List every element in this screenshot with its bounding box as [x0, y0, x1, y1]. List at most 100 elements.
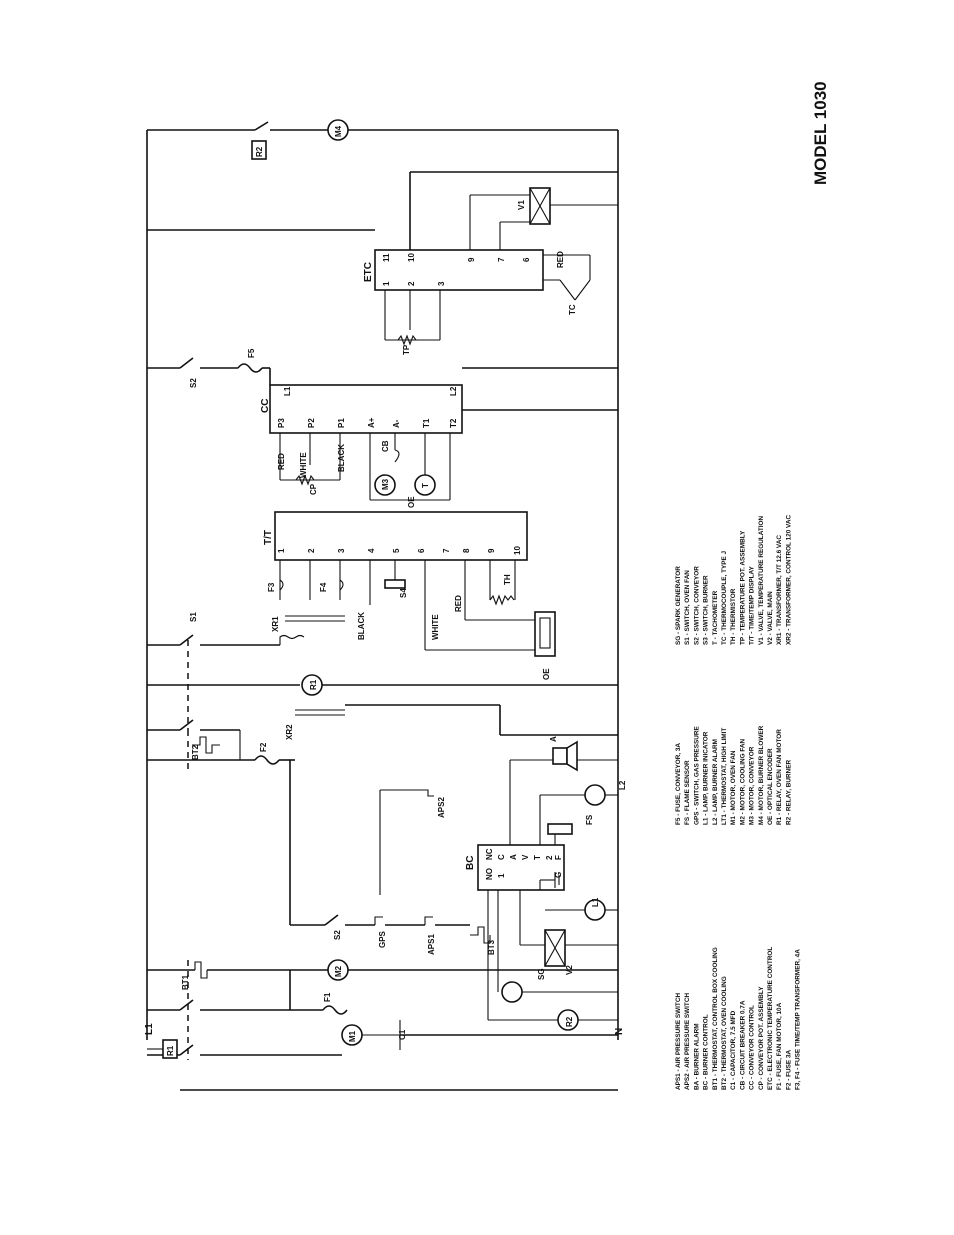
etc-terminal-10: 10: [407, 253, 416, 262]
legend-entry: OE - OPTICAL ENCODER: [767, 748, 774, 825]
horn-a-label: A: [549, 736, 558, 742]
legend-entry: XR1 - TRANSFORMER, T/T 12.6 VAC: [776, 535, 783, 645]
r2-coil-label: R2: [565, 1016, 574, 1027]
legend-entry: S2 - SWITCH, CONVEYOR: [693, 566, 700, 645]
legend-entry: L2 - LAMP, BURNER ALARM: [712, 739, 719, 825]
etc-terminal-9: 9: [467, 257, 476, 262]
bc-nc: NC: [485, 848, 494, 860]
tt-terminal-7: 7: [442, 548, 451, 553]
control-transformer-branch: [147, 704, 618, 770]
etc-terminal-7: 7: [497, 257, 506, 262]
xr2-label: XR2: [285, 724, 294, 740]
legend-entry: TH - THERMISTOR: [730, 588, 737, 645]
cp-label: CP: [309, 483, 318, 495]
th-label: TH: [503, 574, 512, 585]
fan-motors-branch: [147, 959, 618, 1091]
legend-entry: T/T - TIME/TEMP DISPLAY: [749, 565, 756, 645]
tt-red-wire-label: RED: [454, 595, 463, 612]
f4-label: F4: [319, 582, 328, 592]
bt3-label: BT3: [487, 939, 496, 955]
tt-terminal-6: 6: [417, 548, 426, 553]
cp-black-wire-label: BLACK: [337, 444, 346, 472]
tp-label: TP: [402, 344, 411, 355]
cb-label: CB: [381, 440, 390, 452]
aps1-label: APS1: [427, 934, 436, 955]
m1-label: M1: [348, 1030, 357, 1042]
tc-label: TC: [568, 304, 577, 315]
legend-entry: T - TACHOMETER: [712, 590, 719, 645]
legend-entry: CP - CONVEYOR POT. ASSEMBLY: [758, 986, 765, 1090]
legend-entry: FS - FLAME SENSOR: [684, 760, 691, 825]
legend-entry: V2 - VALVE, MAIN: [767, 591, 774, 645]
etc-terminal-11: 11: [382, 253, 391, 262]
r1-coil-label: R1: [309, 679, 318, 690]
cc-terminal-p2: P2: [307, 418, 316, 428]
legend-entry: F1 - FUSE, FAN MOTOR, 10A: [776, 1002, 783, 1090]
r2-contact-label: R2: [255, 146, 264, 157]
bc-no: NO: [485, 868, 494, 880]
legend-entry: S3 - SWITCH, BURNER: [703, 575, 710, 645]
tt-terminal-3: 3: [337, 548, 346, 553]
cc-terminal-aplus: A+: [367, 417, 376, 428]
legend-entry: M2 - MOTOR, COOLING FAN: [739, 738, 746, 825]
f2-label: F2: [259, 742, 268, 752]
etc-terminal-1: 1: [382, 281, 391, 286]
xr1-label: XR1: [271, 616, 280, 632]
legend-entry: BT2 - THERMOSTAT, OVEN COOLING: [721, 976, 728, 1090]
bc-g: G: [554, 872, 563, 878]
cc-terminal-l2: L2: [449, 386, 458, 396]
legend-entry: R2 - RELAY, BURNER: [785, 760, 792, 825]
legend-entry: APS1 - AIR PRESSURE SWITCH: [675, 993, 682, 1090]
tt-white-wire-label: WHITE: [431, 614, 440, 640]
bc-f: F: [554, 855, 563, 860]
tt-terminal-2: 2: [307, 548, 316, 553]
aps2-label: APS2: [437, 797, 446, 818]
model-title: MODEL 1030: [811, 81, 830, 185]
tt-terminal-5: 5: [392, 548, 401, 553]
s2-burner-switch-label: S2: [333, 930, 342, 940]
tt-terminal-4: 4: [367, 548, 376, 553]
neutral-rail-label: N: [614, 1028, 625, 1035]
bc-1: 1: [497, 873, 506, 878]
legend-entry: C1 - CAPACITOR, 7.5 MFD: [730, 1010, 737, 1090]
cc-terminal-l1: L1: [283, 386, 292, 396]
legend-entry: ETC - ELECTRONIC TEMPERATURE CONTROL: [767, 947, 774, 1090]
v1-label: V1: [517, 200, 526, 210]
burner-control-branch: [289, 740, 618, 1031]
legend-entry: LT1 - THERMOSTAT, HIGH LIMIT: [721, 728, 728, 825]
bc-a: A: [509, 854, 518, 860]
legend-entry: F2 - FUSE 3A: [785, 1049, 792, 1090]
cc-terminal-t2: T2: [449, 418, 458, 428]
fs-label: FS: [585, 814, 594, 825]
cc-terminal-p3: P3: [277, 418, 286, 428]
bc-2: 2: [545, 855, 554, 860]
bc-v: V: [521, 854, 530, 860]
etc-terminal-6: 6: [522, 257, 531, 262]
l2-lamp-label: L2: [618, 780, 627, 790]
legend-entry: XR2 - TRANSFORMER, CONTROL 120 VAC: [785, 515, 792, 645]
legend-entry: L1 - LAMP, BURNER INICATOR: [703, 731, 710, 825]
c1-label: C1: [398, 1029, 407, 1040]
tt-terminal-1: 1: [277, 548, 286, 553]
sg-label: SG: [537, 968, 546, 980]
burner-blower-branch: [251, 119, 349, 160]
legend-entry: M3 - MOTOR, CONVEYOR: [749, 746, 756, 825]
legend-entry: M1 - MOTOR, OVEN FAN: [730, 750, 737, 825]
cc-label: CC: [260, 399, 271, 413]
t-tach-label: T: [421, 483, 430, 488]
conveyor-branch: [147, 357, 618, 501]
etc-branch: [147, 171, 618, 346]
cc-terminal-t1: T1: [422, 418, 431, 428]
legend-entry: F5 - FUSE, CONVEYOR, 3A: [675, 743, 682, 825]
tt-terminal-10: 10: [513, 546, 522, 555]
legend-entry: BT1 - THERMOSTAT, CONTROL BOX COOLING: [712, 947, 719, 1090]
s4-label: S4: [399, 588, 408, 598]
gps-label: GPS: [378, 930, 387, 948]
cc-terminal-aminus: A-: [392, 419, 401, 428]
legend-entry: CC - CONVEYOR CONTROL: [749, 1005, 756, 1090]
line-rail-label: L1: [144, 1023, 155, 1035]
cp-white-wire-label: WHITE: [299, 452, 308, 478]
tc-red-wire-label: RED: [556, 251, 565, 268]
